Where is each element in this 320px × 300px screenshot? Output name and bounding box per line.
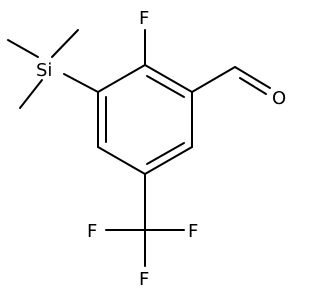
bond-aldehyde-c-o-2 — [239, 77, 267, 95]
atom-oxygen: O — [272, 88, 286, 109]
atom-cf3-fluorine-right: F — [188, 221, 198, 242]
atom-cf3-fluorine-bottom: F — [139, 269, 149, 290]
molecule-structure: F O Si F F F — [7, 8, 286, 290]
bond-si-methyl-lower — [19, 79, 43, 109]
bond-si-methyl-upper-left — [7, 39, 39, 58]
bond-c6-silicon — [63, 73, 99, 93]
atom-silicon: Si — [36, 60, 52, 81]
ring-double-bond-inner-1 — [146, 75, 185, 98]
atom-fluorine-top: F — [139, 8, 149, 29]
bond-c2-aldehyde-carbon — [191, 66, 236, 93]
benzene-ring — [97, 64, 193, 175]
ring-double-bond-inner-2 — [146, 142, 185, 165]
bond-si-methyl-upper-right — [51, 29, 79, 58]
ring-bond-c4-c5 — [97, 146, 146, 175]
bond-aldehyde-c-o-1 — [234, 66, 271, 89]
ring-bond-c6-c1 — [97, 64, 146, 93]
ring-bond-c3-c4 — [144, 146, 193, 175]
atom-cf3-fluorine-left: F — [87, 221, 97, 242]
ring-bond-c1-c2 — [144, 64, 193, 93]
